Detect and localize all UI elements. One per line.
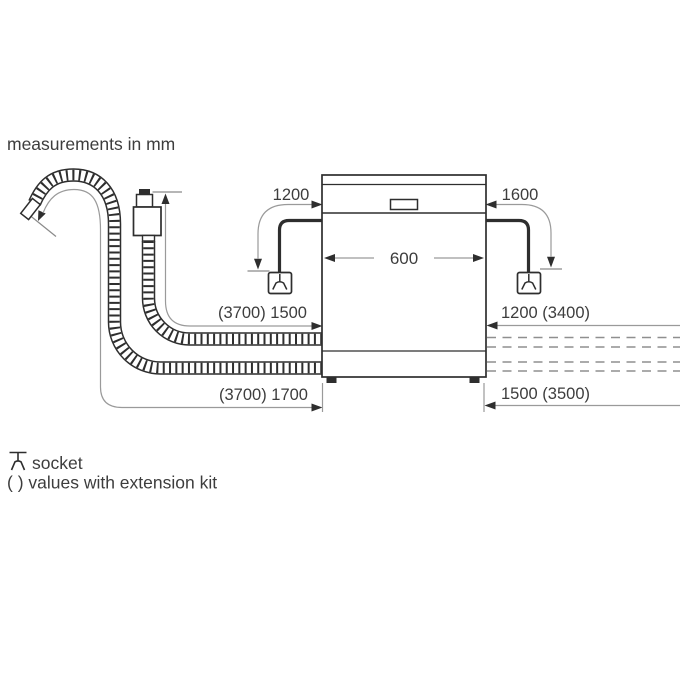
foot-right [469,377,480,383]
legend-socket-label: socket [32,453,83,473]
tap-connector-cap [139,189,150,195]
cable-left-dimension: 1200 [247,186,323,272]
drain-hose [19,168,322,375]
arrowhead-left [324,254,335,262]
dimension-tick [27,213,57,237]
arrowhead-up [161,193,170,204]
arrowhead-left [485,200,497,209]
dashed-hose-continuation-drain [487,361,680,372]
arrowhead-right [311,200,323,209]
arrowhead-down [547,256,555,268]
right-drain-dimension: 1500 (3500) [484,385,680,410]
arrowhead-right [311,322,323,330]
arrowhead-left [484,401,496,410]
right-drain-label: 1500 (3500) [501,385,590,403]
supply-hose-dimension: (3700) 1500 [152,191,323,330]
appliance-width-label: 600 [390,249,418,268]
power-cable-left [277,218,322,272]
supply-hose-length-label: (3700) 1500 [218,304,307,322]
arrowhead-left [486,321,498,330]
arrowhead-down [254,258,262,270]
socket-icon-left [267,271,293,295]
arrowhead-right [311,403,323,412]
dashed-hose-continuation-supply [487,336,680,348]
arrowhead-down-left [38,210,46,221]
water-supply-hose [132,189,322,346]
dishwasher-front [321,174,487,383]
cable-left-label: 1200 [273,186,310,204]
drain-hose-dimension: (3700) 1700 [27,188,323,412]
right-supply-label: 1200 (3400) [501,304,590,322]
socket-icon-legend [9,451,27,471]
dimension-line [164,204,312,327]
arrowhead-right [473,254,484,262]
cable-right-dimension: 1600 [485,186,562,270]
power-cable-right [486,218,531,272]
right-supply-dimension: 1200 (3400) [486,304,680,330]
legend: socket ( ) values with extension kit [7,451,217,493]
dimension-line [42,188,312,409]
cable-right-label: 1600 [502,186,539,204]
legend-extension-note: ( ) values with extension kit [7,473,217,493]
drain-hose-length-label: (3700) 1700 [219,386,308,404]
aquastop-box [132,206,162,237]
socket-icon-right [516,271,542,295]
drain-hose-outlet-cap [19,197,42,221]
foot-left [326,377,337,383]
door-handle [389,198,419,211]
page-title: measurements in mm [7,134,175,154]
tap-connector [135,193,154,208]
width-dimension: 600 [324,249,484,268]
hose-neck [141,234,156,242]
